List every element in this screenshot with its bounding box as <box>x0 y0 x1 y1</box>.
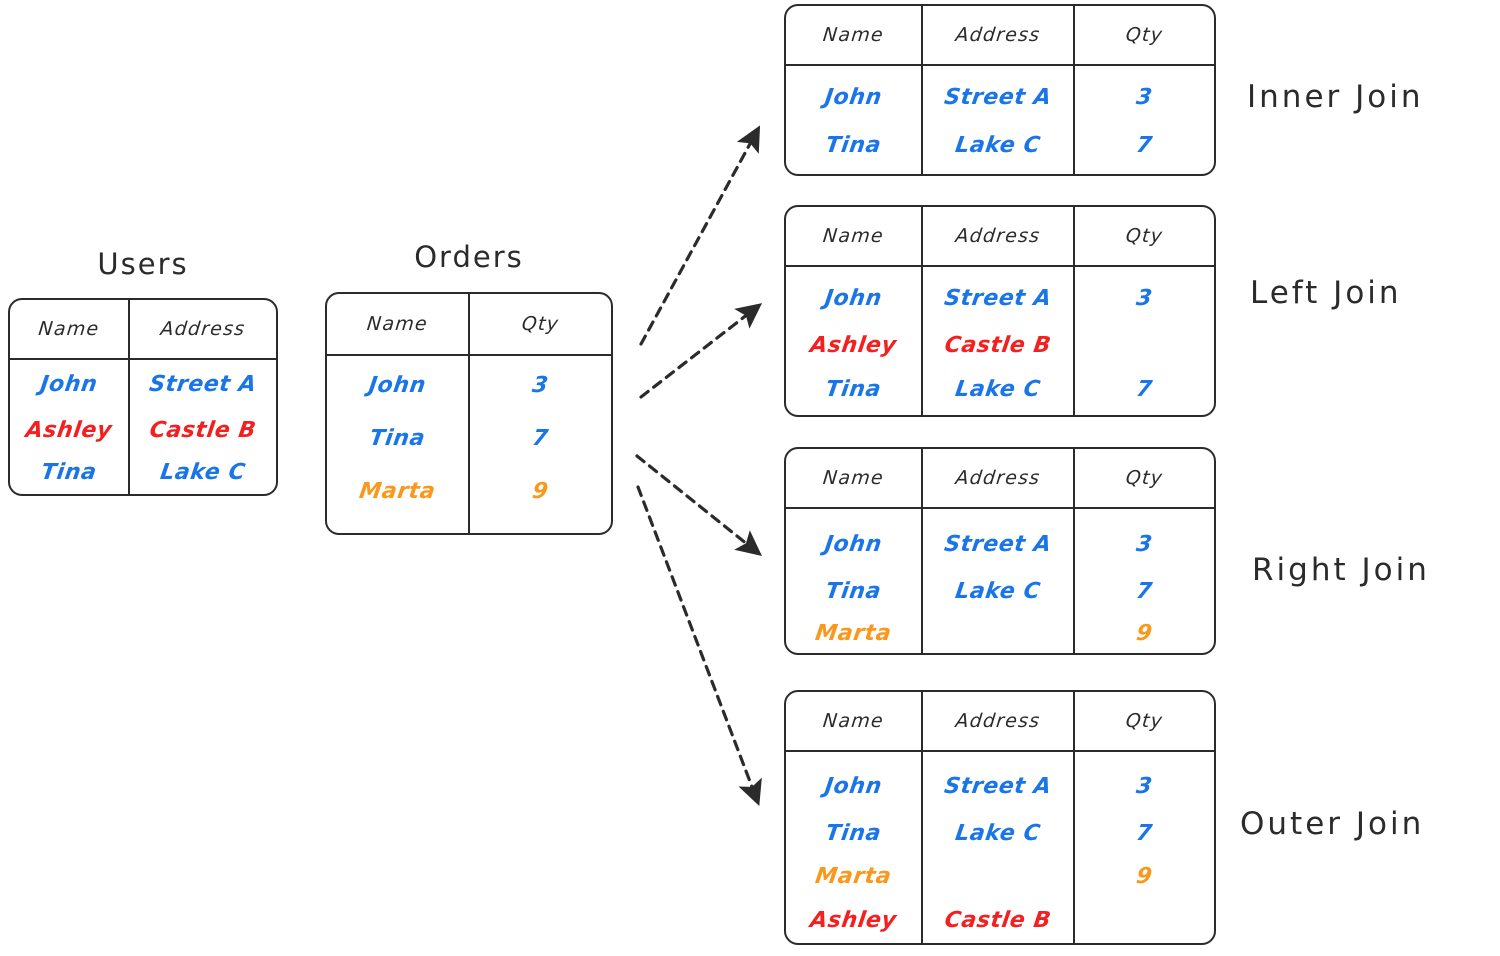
right-join-table: Name Address Qty John Street A 3 Tina La… <box>784 447 1216 655</box>
cell-address: Street A <box>942 84 1054 110</box>
inner-join-table: Name Address Qty John Street A 3 Tina La… <box>784 4 1216 176</box>
header-qty: Qty <box>1124 710 1165 732</box>
users-cell-address: Castle B <box>148 417 258 443</box>
outer-join-label: Outer Join <box>1240 806 1425 842</box>
cell-qty: 7 <box>1134 132 1155 158</box>
cell-qty: 7 <box>1134 578 1155 604</box>
users-header-name: Name <box>37 318 101 340</box>
cell-name: Marta <box>813 620 894 646</box>
cell-name: John <box>823 285 884 311</box>
arrow-to-left-join <box>639 303 763 399</box>
cell-name: Tina <box>824 578 883 604</box>
column-divider-1 <box>921 207 923 415</box>
cell-qty <box>1072 324 1217 366</box>
header-address: Address <box>954 225 1042 247</box>
orders-cell-qty: 7 <box>530 425 551 451</box>
orders-column-divider <box>468 294 470 533</box>
column-divider-1 <box>921 692 923 943</box>
cell-address: Street A <box>942 531 1054 557</box>
arrow-to-outer-join <box>636 485 762 806</box>
orders-cell-name: Tina <box>368 425 427 451</box>
orders-table: Name Qty John 3 Tina 7 Marta 9 <box>325 292 613 535</box>
cell-qty <box>1072 899 1217 941</box>
orders-table-title: Orders <box>414 240 524 274</box>
users-header-address: Address <box>159 318 247 340</box>
header-address: Address <box>954 24 1042 46</box>
cell-address: Castle B <box>943 332 1053 358</box>
orders-cell-name: John <box>367 372 428 398</box>
cell-address: Lake C <box>953 376 1043 402</box>
cell-name: John <box>823 84 884 110</box>
cell-name: John <box>823 773 884 799</box>
cell-address <box>920 612 1076 654</box>
cell-address <box>920 855 1076 897</box>
column-divider-2 <box>1073 449 1075 653</box>
cell-qty: 9 <box>1134 863 1155 889</box>
cell-name: Ashley <box>808 907 899 933</box>
column-divider-1 <box>921 449 923 653</box>
header-divider <box>786 265 1214 267</box>
header-qty: Qty <box>1124 24 1165 46</box>
cell-name: Tina <box>824 132 883 158</box>
users-cell-address: Lake C <box>158 459 248 485</box>
cell-qty: 3 <box>1134 84 1155 110</box>
column-divider-1 <box>921 6 923 174</box>
users-cell-name: Tina <box>39 459 99 485</box>
cell-name: Marta <box>813 863 894 889</box>
right-join-label: Right Join <box>1252 552 1430 588</box>
orders-header-name: Name <box>365 313 430 335</box>
cell-address: Street A <box>942 773 1054 799</box>
column-divider-2 <box>1073 692 1075 943</box>
orders-cell-qty: 3 <box>530 372 551 398</box>
header-divider <box>786 64 1214 66</box>
header-name: Name <box>821 710 886 732</box>
header-name: Name <box>821 467 886 489</box>
header-name: Name <box>821 225 886 247</box>
cell-address: Street A <box>942 285 1054 311</box>
cell-name: Tina <box>824 376 883 402</box>
users-table-title: Users <box>97 247 189 281</box>
orders-cell-name: Marta <box>357 478 438 504</box>
cell-address: Lake C <box>953 132 1043 158</box>
left-join-label: Left Join <box>1250 275 1402 311</box>
cell-address: Lake C <box>953 578 1043 604</box>
orders-header-divider <box>327 354 611 356</box>
users-cell-name: John <box>38 371 100 397</box>
cell-name: Ashley <box>808 332 899 358</box>
header-divider <box>786 750 1214 752</box>
cell-address: Lake C <box>953 820 1043 846</box>
cell-qty: 3 <box>1134 285 1155 311</box>
cell-address: Castle B <box>943 907 1053 933</box>
users-header-divider <box>10 358 276 360</box>
arrow-to-inner-join <box>639 125 761 346</box>
header-qty: Qty <box>1124 225 1165 247</box>
cell-qty: 3 <box>1134 773 1155 799</box>
header-divider <box>786 507 1214 509</box>
arrow-to-right-join <box>635 454 762 556</box>
cell-qty: 9 <box>1134 620 1155 646</box>
users-table: Name Address John Street A Ashley Castle… <box>8 298 278 496</box>
cell-qty: 7 <box>1134 820 1155 846</box>
inner-join-label: Inner Join <box>1247 79 1424 115</box>
users-cell-address: Street A <box>147 371 259 397</box>
left-join-table: Name Address Qty John Street A 3 Ashley … <box>784 205 1216 417</box>
users-cell-name: Ashley <box>24 417 114 443</box>
header-name: Name <box>821 24 886 46</box>
outer-join-table: Name Address Qty John Street A 3 Tina La… <box>784 690 1216 945</box>
users-column-divider <box>128 300 130 494</box>
column-divider-2 <box>1073 207 1075 415</box>
header-qty: Qty <box>1124 467 1165 489</box>
cell-qty: 7 <box>1134 376 1155 402</box>
column-divider-2 <box>1073 6 1075 174</box>
orders-cell-qty: 9 <box>530 478 551 504</box>
cell-name: John <box>823 531 884 557</box>
cell-name: Tina <box>824 820 883 846</box>
orders-header-qty: Qty <box>520 313 561 335</box>
header-address: Address <box>954 710 1042 732</box>
cell-qty: 3 <box>1134 531 1155 557</box>
header-address: Address <box>954 467 1042 489</box>
